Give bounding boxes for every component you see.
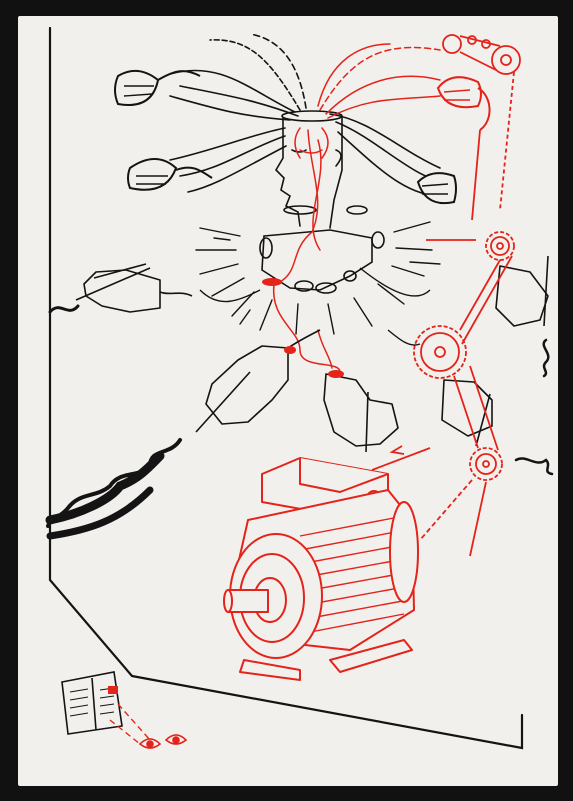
sight-lines <box>109 703 151 745</box>
red-pulley-mechanism <box>442 34 521 221</box>
eyes-icon <box>138 734 188 749</box>
gear-icon <box>371 231 515 557</box>
talking-mouth-icon <box>114 69 457 204</box>
radiating-lines <box>195 221 441 335</box>
newspaper-icon <box>61 671 123 735</box>
drawing-hand-icon <box>75 255 549 453</box>
talking-mouth-icon <box>436 76 491 131</box>
paper-sheet <box>18 16 558 786</box>
frame-line <box>48 26 524 750</box>
red-wrist-ends <box>262 278 344 378</box>
electric-motor-icon <box>223 457 419 681</box>
red-neural-network <box>273 43 441 373</box>
connecting-curves <box>199 267 431 346</box>
gear-icon <box>491 45 521 75</box>
red-mark <box>108 686 118 694</box>
ink-squiggle <box>45 304 554 540</box>
